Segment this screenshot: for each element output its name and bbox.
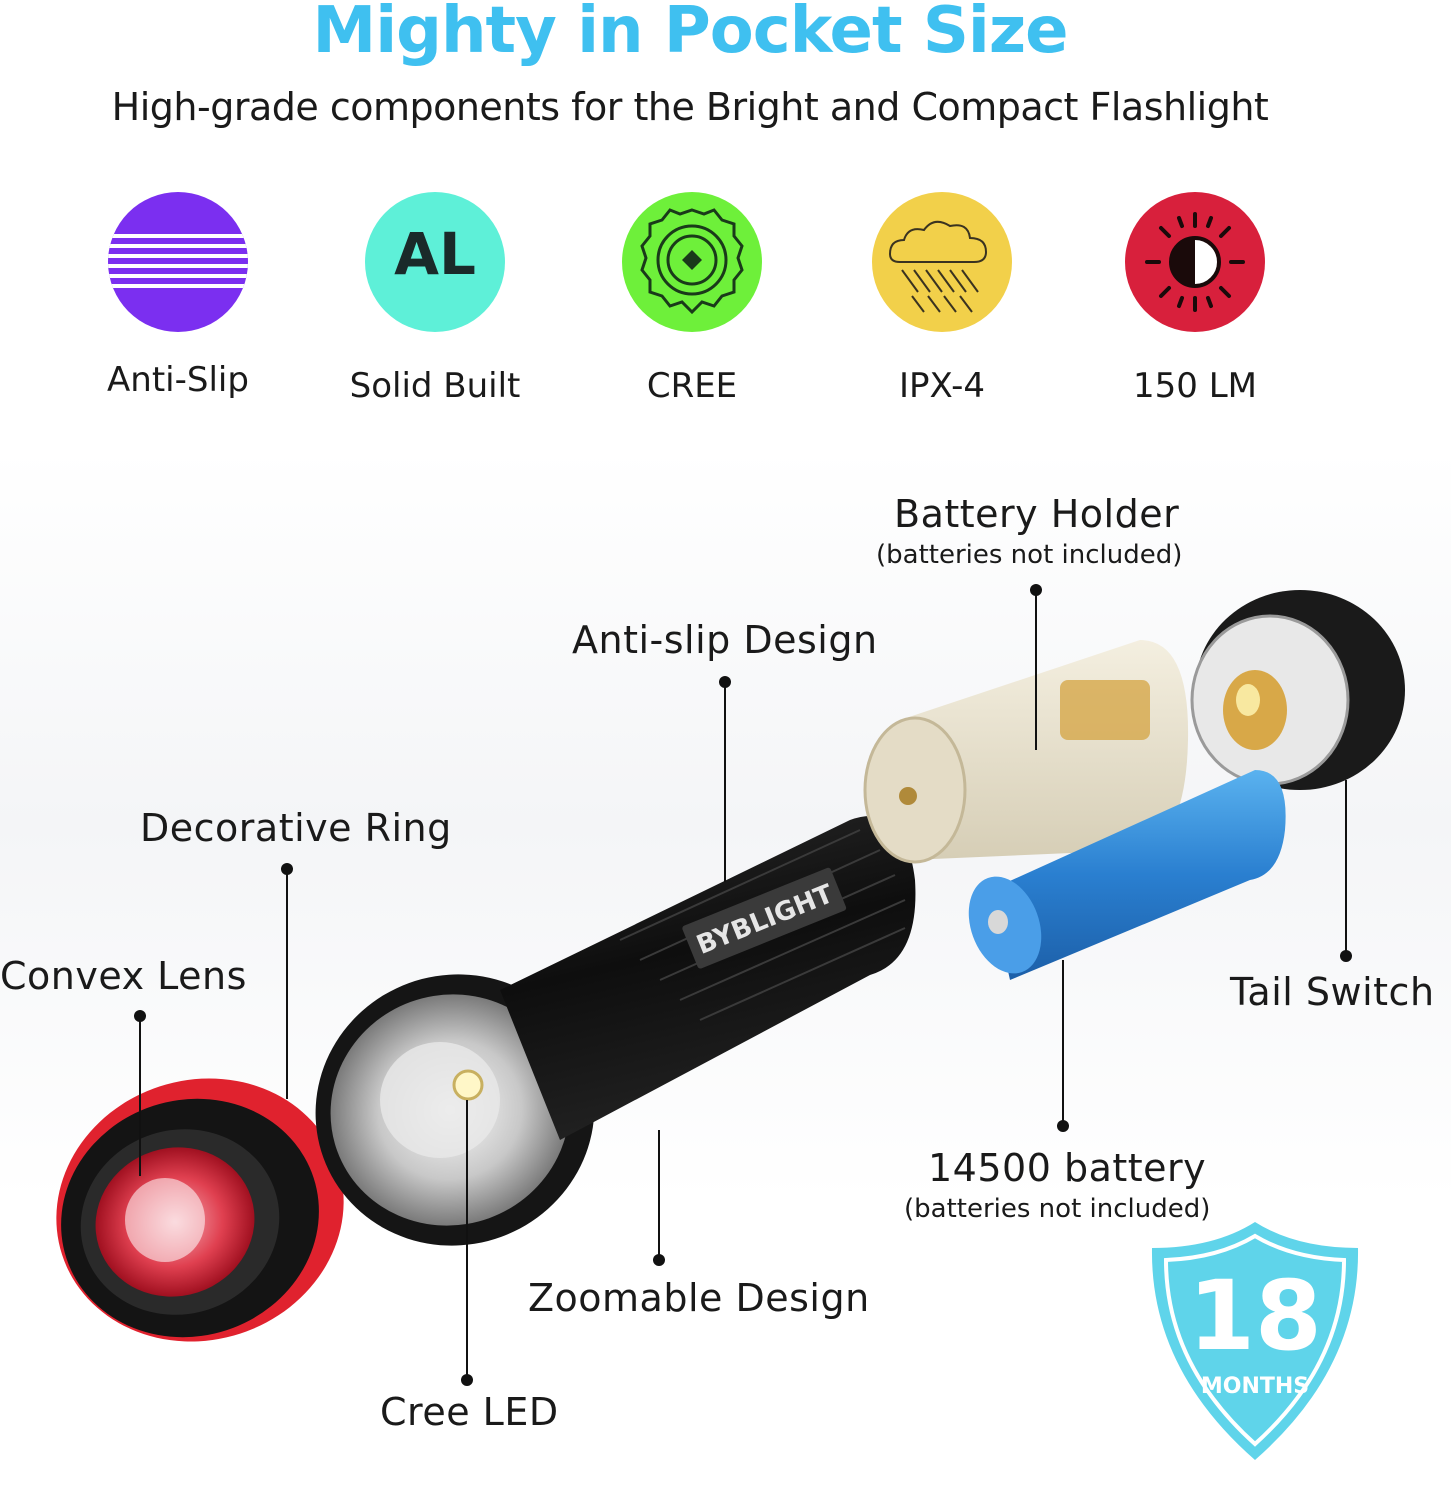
callout-anti-slip-design: Anti-slip Design bbox=[572, 618, 878, 662]
callout-dot bbox=[461, 1374, 473, 1386]
feature-label: 150 LM bbox=[1133, 366, 1257, 406]
callout-convex-lens: Convex Lens bbox=[0, 954, 247, 998]
page-title: Mighty in Pocket Size bbox=[312, 0, 1069, 68]
callout-dot bbox=[1340, 950, 1352, 962]
feature-label: Solid Built bbox=[349, 366, 521, 406]
feature-ipx4: IPX-4 bbox=[812, 192, 1072, 406]
feature-solid-built: AL Solid Built bbox=[305, 192, 565, 406]
callout-battery-holder: Battery Holder bbox=[894, 492, 1180, 536]
callout-line bbox=[658, 1130, 660, 1256]
callout-line bbox=[139, 1016, 141, 1176]
aluminum-icon-text: AL bbox=[394, 220, 476, 288]
warranty-badge: 18 MONTHS bbox=[1146, 1218, 1364, 1464]
callout-line bbox=[1062, 960, 1064, 1122]
callout-line bbox=[724, 682, 726, 882]
callout-tail-switch: Tail Switch bbox=[1230, 970, 1435, 1014]
callout-line bbox=[1035, 590, 1037, 750]
warranty-number: 18 bbox=[1188, 1260, 1322, 1372]
led-chip-icon bbox=[622, 192, 762, 332]
rain-cloud-icon bbox=[872, 192, 1012, 332]
feature-label: Anti-Slip bbox=[107, 360, 249, 400]
callout-dot bbox=[653, 1254, 665, 1266]
callout-14500-battery: 14500 battery bbox=[928, 1146, 1207, 1190]
aluminum-icon: AL bbox=[365, 192, 505, 332]
callout-dot bbox=[1057, 1120, 1069, 1132]
callout-decorative-ring: Decorative Ring bbox=[140, 806, 452, 850]
battery-holder-part bbox=[863, 640, 1189, 864]
feature-cree: CREE bbox=[562, 192, 822, 406]
callout-line bbox=[1345, 780, 1347, 952]
sun-brightness-icon bbox=[1125, 192, 1265, 332]
shield-icon bbox=[1151, 1222, 1359, 1460]
callout-zoomable-design: Zoomable Design bbox=[528, 1276, 870, 1320]
decorative-ring-part bbox=[56, 1078, 344, 1342]
callout-cree-led: Cree LED bbox=[380, 1390, 559, 1434]
feature-label: IPX-4 bbox=[898, 366, 986, 406]
feature-150lm: 150 LM bbox=[1065, 192, 1325, 406]
page-subtitle: High-grade components for the Bright and… bbox=[111, 85, 1269, 129]
tail-cap-part bbox=[1190, 590, 1405, 790]
callout-14500-battery-note: (batteries not included) bbox=[904, 1194, 1211, 1224]
callout-battery-holder-note: (batteries not included) bbox=[876, 540, 1183, 570]
feature-anti-slip: Anti-Slip bbox=[48, 192, 308, 400]
warranty-unit: MONTHS bbox=[1200, 1374, 1310, 1399]
callout-line bbox=[466, 1100, 468, 1376]
stripes-icon bbox=[108, 192, 248, 332]
battery-14500-part bbox=[968, 770, 1286, 980]
feature-label: CREE bbox=[646, 366, 738, 406]
flashlight-body bbox=[500, 816, 916, 1140]
callout-line bbox=[286, 869, 288, 1099]
